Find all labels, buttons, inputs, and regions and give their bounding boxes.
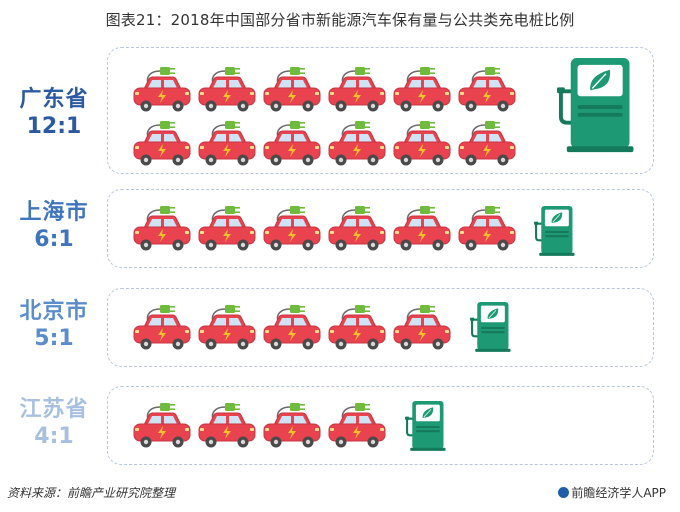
electric-car-icon [263, 305, 321, 350]
electric-car-icon [328, 305, 386, 350]
electric-car-icon [458, 206, 516, 251]
row-label-beijing: 北京市 5:1 [8, 299, 100, 353]
electric-car-icon [458, 67, 516, 112]
charging-station-icon [405, 401, 446, 451]
row-label-jiangsu: 江苏省 4:1 [8, 397, 100, 451]
electric-car-icon [198, 403, 256, 448]
row-label-shanghai: 上海市 6:1 [8, 200, 100, 254]
electric-car-icon [133, 67, 191, 112]
electric-car-icon [263, 121, 321, 166]
charging-station-icon [534, 206, 575, 256]
charging-station-icon [557, 58, 634, 153]
brand-text: 前瞻经济学人APP [571, 486, 666, 500]
source-note: 资料来源：前瞻产业研究院整理 [7, 486, 176, 500]
ratio-value: 12:1 [26, 113, 82, 139]
region-name: 上海市 [19, 200, 89, 225]
electric-car-icon [133, 206, 191, 251]
electric-car-icon [263, 206, 321, 251]
electric-car-icon [198, 305, 256, 350]
electric-car-icon [198, 206, 256, 251]
electric-car-icon [133, 403, 191, 448]
electric-car-icon [133, 305, 191, 350]
ratio-value: 6:1 [34, 226, 74, 252]
electric-car-icon [263, 403, 321, 448]
electric-car-icon [458, 121, 516, 166]
brand-logo-icon [558, 487, 570, 498]
electric-car-icon [198, 121, 256, 166]
charging-station-icon [470, 302, 511, 352]
electric-car-icon [328, 121, 386, 166]
brand-credit: 前瞻经济学人APP [558, 484, 666, 501]
electric-car-icon [328, 206, 386, 251]
electric-car-icon [263, 67, 321, 112]
electric-car-icon [133, 121, 191, 166]
ratio-value: 4:1 [34, 423, 74, 449]
electric-car-icon [393, 67, 451, 112]
electric-car-icon [393, 305, 451, 350]
electric-car-icon [328, 403, 386, 448]
region-name: 北京市 [19, 299, 89, 324]
row-label-guangdong: 广东省 12:1 [8, 87, 100, 141]
electric-car-icon [328, 67, 386, 112]
ratio-value: 5:1 [34, 325, 74, 351]
electric-car-icon [198, 67, 256, 112]
chart-title: 图表21：2018年中国部分省市新能源汽车保有量与公共类充电桩比例 [105, 11, 575, 29]
region-name: 广东省 [19, 87, 89, 112]
region-name: 江苏省 [19, 397, 89, 422]
electric-car-icon [393, 121, 451, 166]
electric-car-icon [393, 206, 451, 251]
